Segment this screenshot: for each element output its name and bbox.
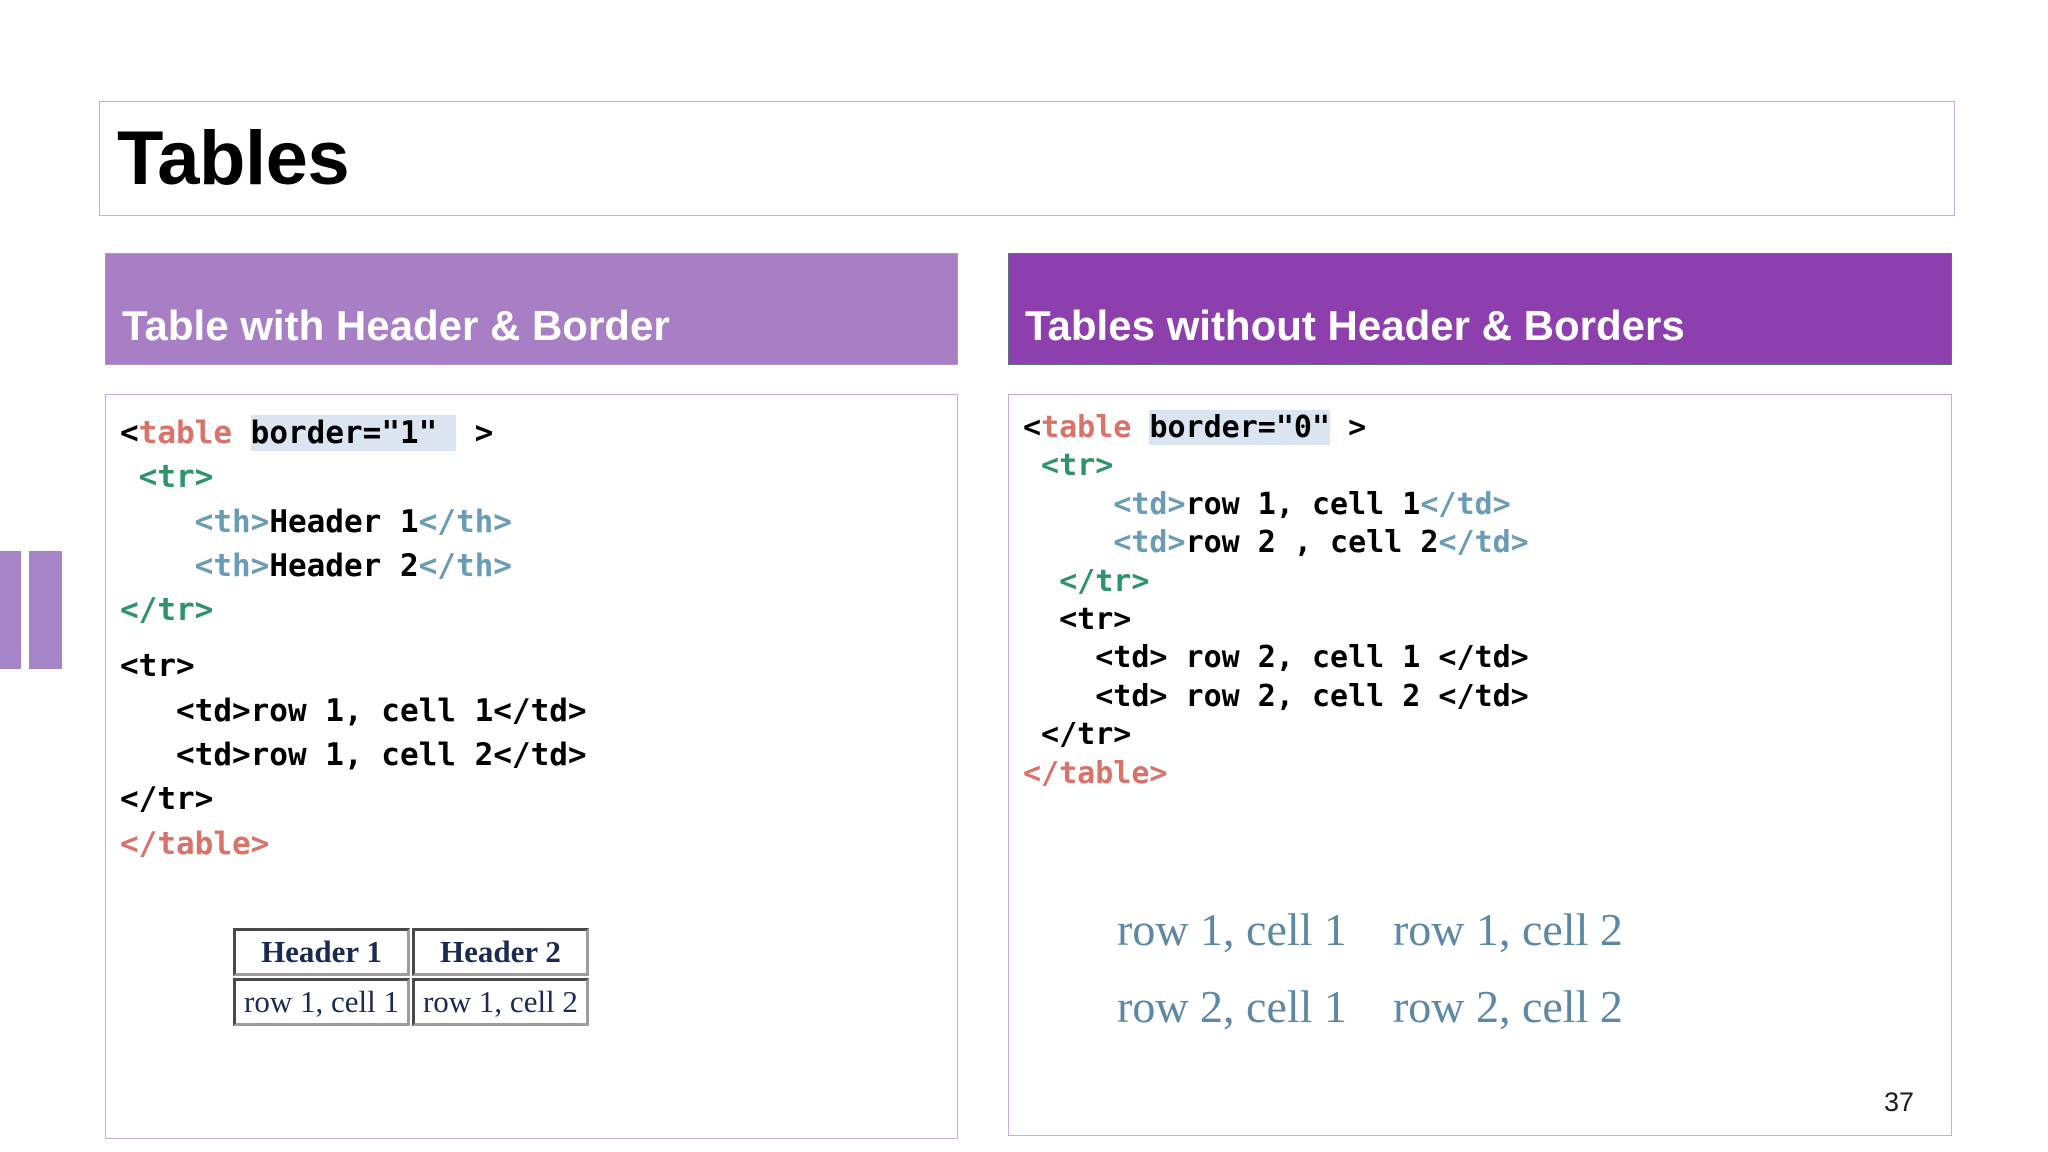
code-token: <tr> <box>1023 448 1114 484</box>
code-line: <tr> <box>1023 601 1951 639</box>
code-token: table <box>1041 410 1132 445</box>
code-line: </table> <box>1023 755 1951 793</box>
code-token: <td> row 2, cell 2 </td> <box>1023 678 1529 714</box>
page-title: Tables <box>117 115 350 201</box>
panel-header-left-label: Table with Header & Border <box>122 301 670 349</box>
code-token <box>1023 525 1113 560</box>
code-token <box>1131 410 1149 445</box>
table-cell: row 1, cell 2 <box>1392 904 1623 955</box>
code-line: <td>row 1, cell 1</td> <box>1023 486 1951 524</box>
code-token: <td> <box>1113 525 1186 561</box>
code-token: border="1" <box>250 415 456 451</box>
code-token: > <box>1330 410 1367 445</box>
code-token <box>1023 487 1113 522</box>
code-line: <th>Header 2</th> <box>120 544 957 588</box>
code-line: </tr> <box>120 777 957 821</box>
code-line: </tr> <box>1023 563 1951 601</box>
panel-header-left: Table with Header & Border <box>105 253 958 365</box>
title-box: Tables <box>99 101 1955 216</box>
code-token: </table> <box>1023 755 1168 791</box>
table-cell: row 2, cell 2 <box>1392 981 1623 1032</box>
panel-body-left: <table border="1" > <tr> <th>Header 1</t… <box>105 394 958 1139</box>
code-line: <th>Header 1</th> <box>120 500 957 544</box>
code-token: < <box>1023 410 1042 445</box>
code-token: </th> <box>418 547 512 584</box>
code-token: </tr> <box>120 592 214 629</box>
code-token: <tr> <box>120 648 195 685</box>
code-token: </tr> <box>1023 717 1132 753</box>
code-token: </table> <box>120 825 270 862</box>
code-line: </table> <box>120 822 957 866</box>
code-token: row 1, cell 1 <box>1185 486 1421 522</box>
code-token: <tr> <box>120 459 214 496</box>
code-token: </tr> <box>120 781 214 818</box>
table-row: row 1, cell 1 row 1, cell 2 <box>1117 897 1669 974</box>
decorative-bars <box>0 551 70 669</box>
page-number: 37 <box>1884 1087 1915 1117</box>
code-line: </tr> <box>1023 716 1951 754</box>
code-line: <td>row 1, cell 2</td> <box>120 733 957 777</box>
code-line: <td> row 2, cell 2 </td> <box>1023 678 1951 716</box>
code-token: Header 2 <box>269 547 419 584</box>
code-line: </tr> <box>120 588 957 632</box>
code-token: <td>row 1, cell 2</td> <box>120 737 587 774</box>
code-token: <td> row 2, cell 1 </td> <box>1023 640 1529 676</box>
table-header-cell: Header 1 <box>233 928 410 976</box>
code-token: <td>row 1, cell 1</td> <box>120 692 587 729</box>
code-token <box>120 504 195 540</box>
code-token: </tr> <box>1023 563 1150 599</box>
decorative-bar-2 <box>29 551 62 669</box>
code-line: <tr> <box>1023 447 1951 485</box>
table-cell: row 1, cell 2 <box>411 978 589 1026</box>
code-token: </td> <box>1420 486 1511 522</box>
code-line: <tr> <box>120 644 957 688</box>
code-token <box>232 415 251 451</box>
panel-tables-without-header-borders: Tables without Header & Borders <table b… <box>1008 253 1952 1136</box>
code-line: <tr> <box>120 455 957 499</box>
code-token: <td> <box>1113 486 1186 522</box>
code-token: > <box>455 415 494 451</box>
code-token: row 2 , cell 2 <box>1185 525 1439 561</box>
code-token: table <box>138 415 232 451</box>
table-cell: row 2, cell 1 <box>1117 981 1347 1032</box>
code-block-right: <table border="0" > <tr> <td>row 1, cell… <box>1009 395 1951 793</box>
panel-table-with-header-border: Table with Header & Border <table border… <box>105 253 958 1139</box>
code-token: <tr> <box>1023 601 1132 637</box>
code-token: </th> <box>418 503 512 540</box>
table-header-cell: Header 2 <box>411 928 589 976</box>
table-row: row 2, cell 1 row 2, cell 2 <box>1117 974 1669 1051</box>
panel-header-right-label: Tables without Header & Borders <box>1025 301 1685 349</box>
code-line: <table border="0" > <box>1023 409 1951 447</box>
code-block-left: <table border="1" > <tr> <th>Header 1</t… <box>106 395 957 866</box>
code-blank-line <box>120 633 957 645</box>
code-line: <td> row 2, cell 1 </td> <box>1023 639 1951 677</box>
code-token: Header 1 <box>269 503 419 540</box>
code-token: <th> <box>194 547 270 584</box>
panel-body-right: <table border="0" > <tr> <td>row 1, cell… <box>1008 394 1952 1136</box>
panel-header-right: Tables without Header & Borders <box>1008 253 1952 365</box>
code-line: <td>row 1, cell 1</td> <box>120 689 957 733</box>
code-token: <th> <box>194 503 270 540</box>
code-token <box>120 548 195 584</box>
code-token: border="0" <box>1149 410 1331 445</box>
code-token: </td> <box>1438 525 1529 561</box>
code-line: <table border="1" > <box>120 411 957 455</box>
code-line: <td>row 2 , cell 2</td> <box>1023 524 1951 562</box>
table-cell: row 1, cell 1 <box>1117 904 1347 955</box>
decorative-bar-1 <box>0 551 21 669</box>
code-token: < <box>120 415 139 451</box>
table-cell: row 1, cell 1 <box>233 978 410 1026</box>
